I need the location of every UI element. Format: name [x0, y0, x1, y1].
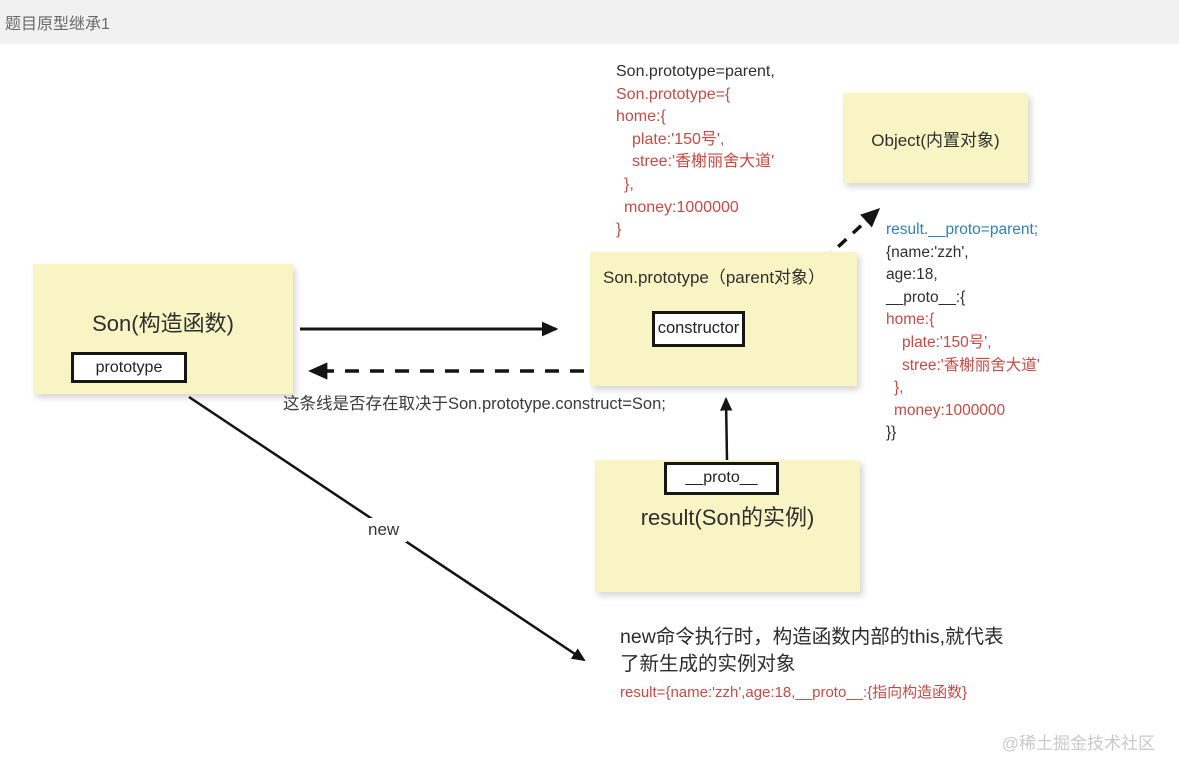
- bottom-note-line2: 了新生成的实例对象: [620, 653, 796, 675]
- watermark: @稀土掘金技术社区: [1001, 734, 1155, 753]
- node-son-prototype: Son.prototype（parent对象） constructor: [590, 252, 857, 386]
- dashed-line-note: 这条线是否存在取决于Son.prototype.construct=Son;: [283, 395, 666, 413]
- code-line: age:18,: [886, 266, 938, 284]
- node-object-builtin: Object(内置对象): [843, 93, 1028, 183]
- code-line: },: [894, 379, 904, 397]
- node-result: __proto__ result(Son的实例): [595, 460, 860, 592]
- code-line: plate:'150号',: [632, 130, 725, 148]
- code-line: home:{: [616, 108, 666, 126]
- node-son: Son(构造函数) prototype: [33, 264, 293, 394]
- node-result-title: result(Son的实例): [640, 505, 815, 530]
- code-line: },: [624, 175, 634, 193]
- code-line: }}: [886, 424, 897, 442]
- code-line: plate:'150号',: [902, 333, 992, 351]
- bottom-note-line1: new命令执行时，构造函数内部的this,就代表: [620, 626, 1004, 648]
- bottom-note: new命令执行时，构造函数内部的this,就代表 了新生成的实例对象 resul…: [620, 624, 1004, 702]
- node-son-title: Son(构造函数): [92, 311, 234, 336]
- code-line: {name:'zzh',: [886, 243, 969, 261]
- page-title: 题目原型继承1: [5, 16, 110, 33]
- code-line: }: [616, 221, 622, 239]
- code-line: Son.prototype=parent,: [616, 63, 775, 80]
- arrow-result-to-prototype: [720, 396, 733, 461]
- proto-slot: __proto__: [664, 462, 779, 495]
- title-bar: 题目原型继承1: [0, 0, 1179, 44]
- code-annotation-top: Son.prototype=parent, Son.prototype={ home…: [616, 61, 775, 242]
- node-son-prototype-title: Son.prototype（parent对象）: [603, 268, 826, 287]
- code-line: Son.prototype={: [616, 85, 731, 103]
- code-annotation-right: result.__proto=parent; {name:'zzh', age:18…: [886, 219, 1040, 445]
- code-line: stree:'香榭丽舍大道': [902, 356, 1040, 374]
- code-line: __proto__:{: [886, 288, 966, 306]
- node-object-title: Object(内置对象): [871, 130, 1000, 150]
- code-line: stree:'香榭丽舍大道': [632, 153, 775, 171]
- new-arrow-label: new: [360, 518, 408, 542]
- code-line: money:1000000: [624, 198, 739, 216]
- code-line: result.__proto=parent;: [886, 221, 1039, 238]
- code-line: money:1000000: [894, 401, 1006, 419]
- code-line: home:{: [886, 311, 935, 329]
- constructor-slot: constructor: [652, 311, 745, 347]
- bottom-note-code: result={name:'zzh',age:18,__proto__:{指向构…: [620, 684, 968, 701]
- prototype-slot: prototype: [71, 352, 187, 383]
